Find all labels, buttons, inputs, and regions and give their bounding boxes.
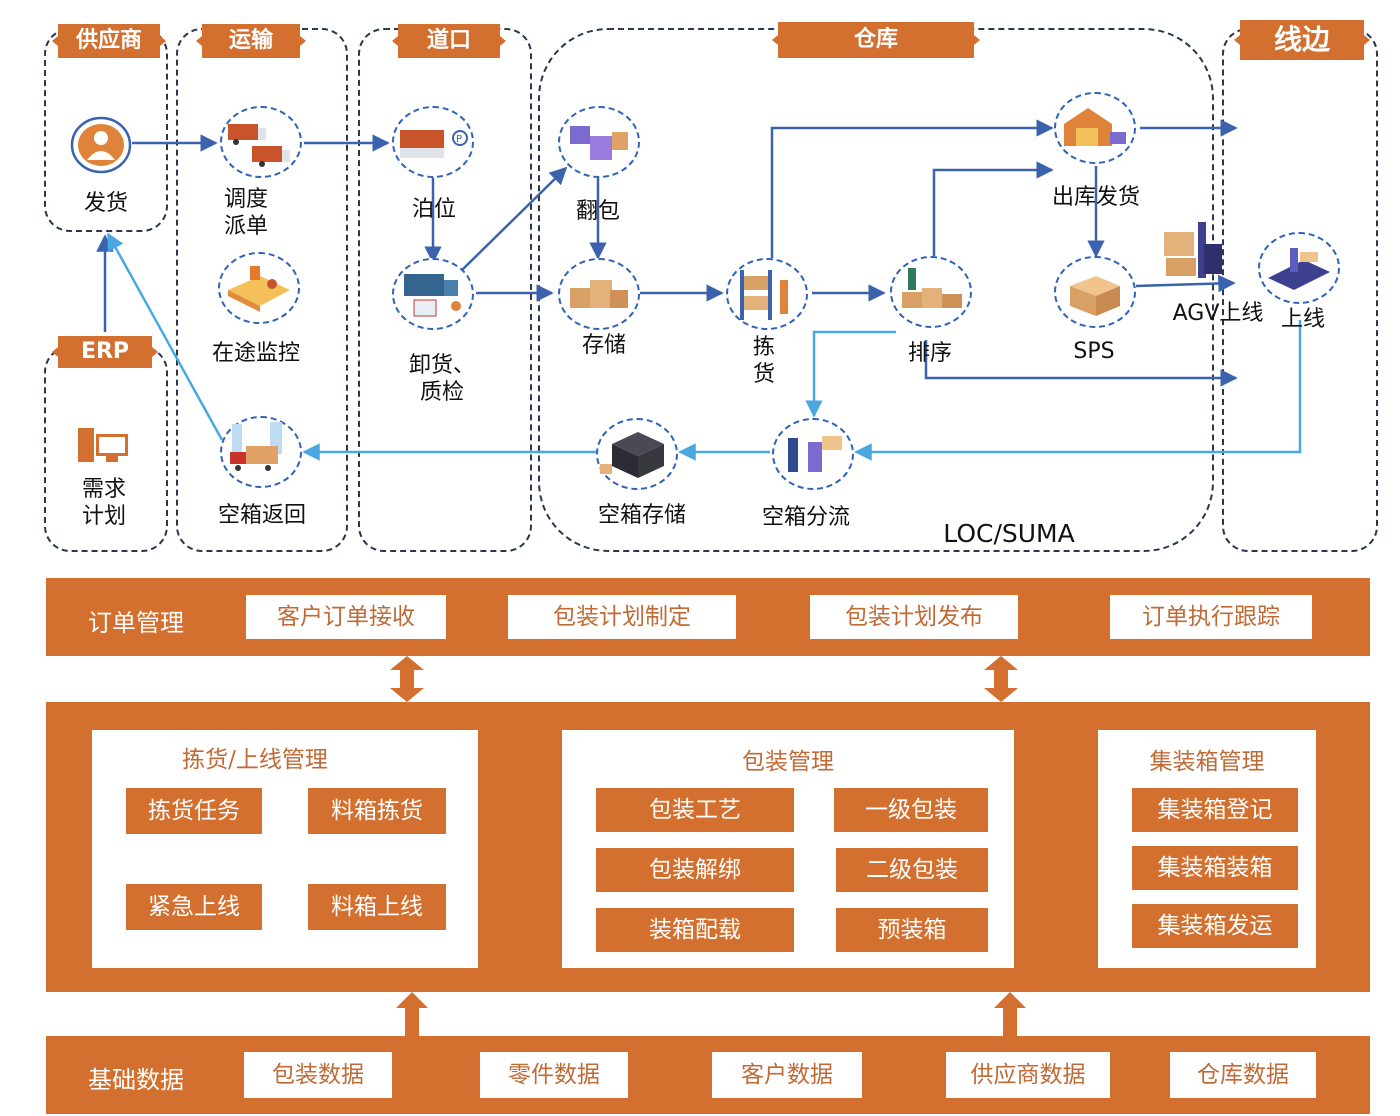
label-unload: 卸货、 质检 [408, 353, 475, 405]
unload-inspect-icon [404, 274, 461, 317]
agv-icon [1160, 214, 1226, 284]
label-ship: 发货 [83, 191, 128, 216]
packaging-item-2: 一级包装 [834, 788, 988, 832]
node-sequence [890, 256, 972, 328]
packaging-item-5: 装箱配载 [596, 908, 794, 952]
empty-sort-icon [788, 436, 842, 472]
demand-plan-icon [76, 424, 132, 466]
label-pick: 拣 货 [752, 335, 775, 387]
picking-item-3: 紧急上线 [126, 884, 262, 930]
node-sps [1054, 256, 1136, 328]
node-storage [558, 258, 640, 330]
base-data-item-1: 包装数据 [244, 1052, 392, 1098]
node-outbound [1054, 92, 1136, 164]
node-in-transit [218, 252, 300, 324]
double-arrow-right [984, 656, 1018, 702]
order-mgmt-label: 订单管理 [88, 609, 184, 637]
conveyor-icon [1268, 248, 1330, 290]
label-dispatch: 调度 派单 [223, 187, 268, 239]
packaging-panel-title: 包装管理 [742, 749, 834, 775]
node-pick [726, 258, 808, 330]
picking-panel-title: 拣货/上线管理 [182, 747, 328, 773]
repack-box-icon [570, 126, 628, 160]
zone-tag-supplier: 供应商 [58, 24, 160, 58]
container-item-2: 集装箱装箱 [1132, 846, 1298, 890]
base-data-item-3: 客户数据 [712, 1052, 862, 1098]
storage-boxes-icon [570, 280, 628, 308]
up-arrow-left [396, 992, 428, 1036]
label-online: 上线 [1280, 307, 1325, 332]
label-storage: 存储 [581, 333, 626, 358]
berth-parking-icon: P [400, 130, 468, 158]
node-dispatch [220, 106, 302, 178]
person-icon [70, 116, 132, 174]
label-empty-return: 空箱返回 [217, 503, 306, 528]
flow-arrows [96, 119, 1302, 461]
warehouse-outbound-icon [1064, 108, 1126, 146]
arrow-emptyreturn-ship [106, 232, 224, 441]
order-item-4: 订单执行跟踪 [1110, 595, 1312, 639]
zone-tag-dock: 道口 [398, 24, 500, 58]
order-item-2: 包装计划制定 [508, 595, 736, 639]
node-berth: P [392, 106, 474, 178]
label-sps: SPS [1073, 339, 1115, 364]
arrow-sps-online [1135, 274, 1236, 293]
base-data-item-5: 仓库数据 [1170, 1052, 1316, 1098]
node-empty-return [220, 416, 302, 488]
label-agv: AGV上线 [1172, 301, 1264, 326]
sps-box-icon [1070, 276, 1120, 316]
zone-tag-transport: 运输 [202, 24, 300, 58]
picking-item-4: 料箱上线 [308, 884, 446, 930]
system-label: LOC/SUMA [943, 519, 1075, 548]
node-empty-sort [772, 418, 854, 490]
label-empty-sort: 空箱分流 [761, 505, 850, 530]
truck-icon [228, 124, 290, 167]
empty-return-truck-icon [230, 422, 282, 471]
arrow-pick-outbound [770, 119, 1054, 258]
base-data-item-2: 零件数据 [480, 1052, 628, 1098]
node-repack [558, 106, 640, 178]
empty-storage-icon [600, 432, 664, 478]
label-demand-plan: 需求 计划 [81, 477, 126, 529]
packaging-item-6: 预装箱 [836, 908, 988, 952]
base-data-item-4: 供应商数据 [946, 1052, 1110, 1098]
label-outbound: 出库发货 [1051, 185, 1140, 210]
arrow-online-emptysort [854, 320, 1302, 461]
packaging-panel: 包装管理 包装工艺 一级包装 包装解绑 二级包装 装箱配载 预装箱 [562, 730, 1014, 968]
picking-shelf-icon [740, 270, 788, 320]
container-panel-title: 集装箱管理 [1149, 749, 1265, 775]
packaging-item-1: 包装工艺 [596, 788, 794, 832]
packaging-item-4: 二级包装 [836, 848, 988, 892]
map-monitor-icon [228, 266, 290, 312]
picking-item-1: 拣货任务 [126, 788, 262, 834]
zone-tag-erp: ERP [58, 336, 152, 368]
node-empty-storage [596, 418, 678, 490]
order-item-3: 包装计划发布 [810, 595, 1018, 639]
label-berth: 泊位 [411, 197, 456, 222]
arrow-sequence-emptysort [805, 330, 896, 418]
node-online [1258, 232, 1340, 304]
container-item-1: 集装箱登记 [1132, 788, 1298, 832]
order-item-1: 客户订单接收 [246, 595, 446, 639]
label-in-transit: 在途监控 [211, 341, 300, 366]
label-sequence: 排序 [907, 341, 952, 366]
svg-text:P: P [456, 134, 462, 145]
label-empty-storage: 空箱存储 [597, 503, 686, 528]
zone-tag-lineside: 线边 [1240, 20, 1364, 60]
up-arrow-right [994, 992, 1026, 1036]
double-arrow-left [390, 656, 424, 702]
packaging-item-3: 包装解绑 [596, 848, 794, 892]
picking-panel: 拣货/上线管理 拣货任务 料箱拣货 紧急上线 料箱上线 [92, 730, 478, 968]
container-item-3: 集装箱发运 [1132, 904, 1298, 948]
label-repack: 翻包 [575, 199, 620, 224]
arrow-sequence-outbound [932, 161, 1054, 256]
arrow-sequence-lineside [924, 340, 1238, 387]
picking-item-2: 料箱拣货 [308, 788, 446, 834]
node-unload [392, 258, 474, 330]
sequence-boxes-icon [902, 268, 962, 308]
container-panel: 集装箱管理 集装箱登记 集装箱装箱 集装箱发运 [1098, 730, 1316, 968]
arrow-unload-repack [461, 166, 568, 271]
zone-tag-warehouse: 仓库 [778, 22, 974, 58]
base-data-label: 基础数据 [88, 1066, 184, 1094]
